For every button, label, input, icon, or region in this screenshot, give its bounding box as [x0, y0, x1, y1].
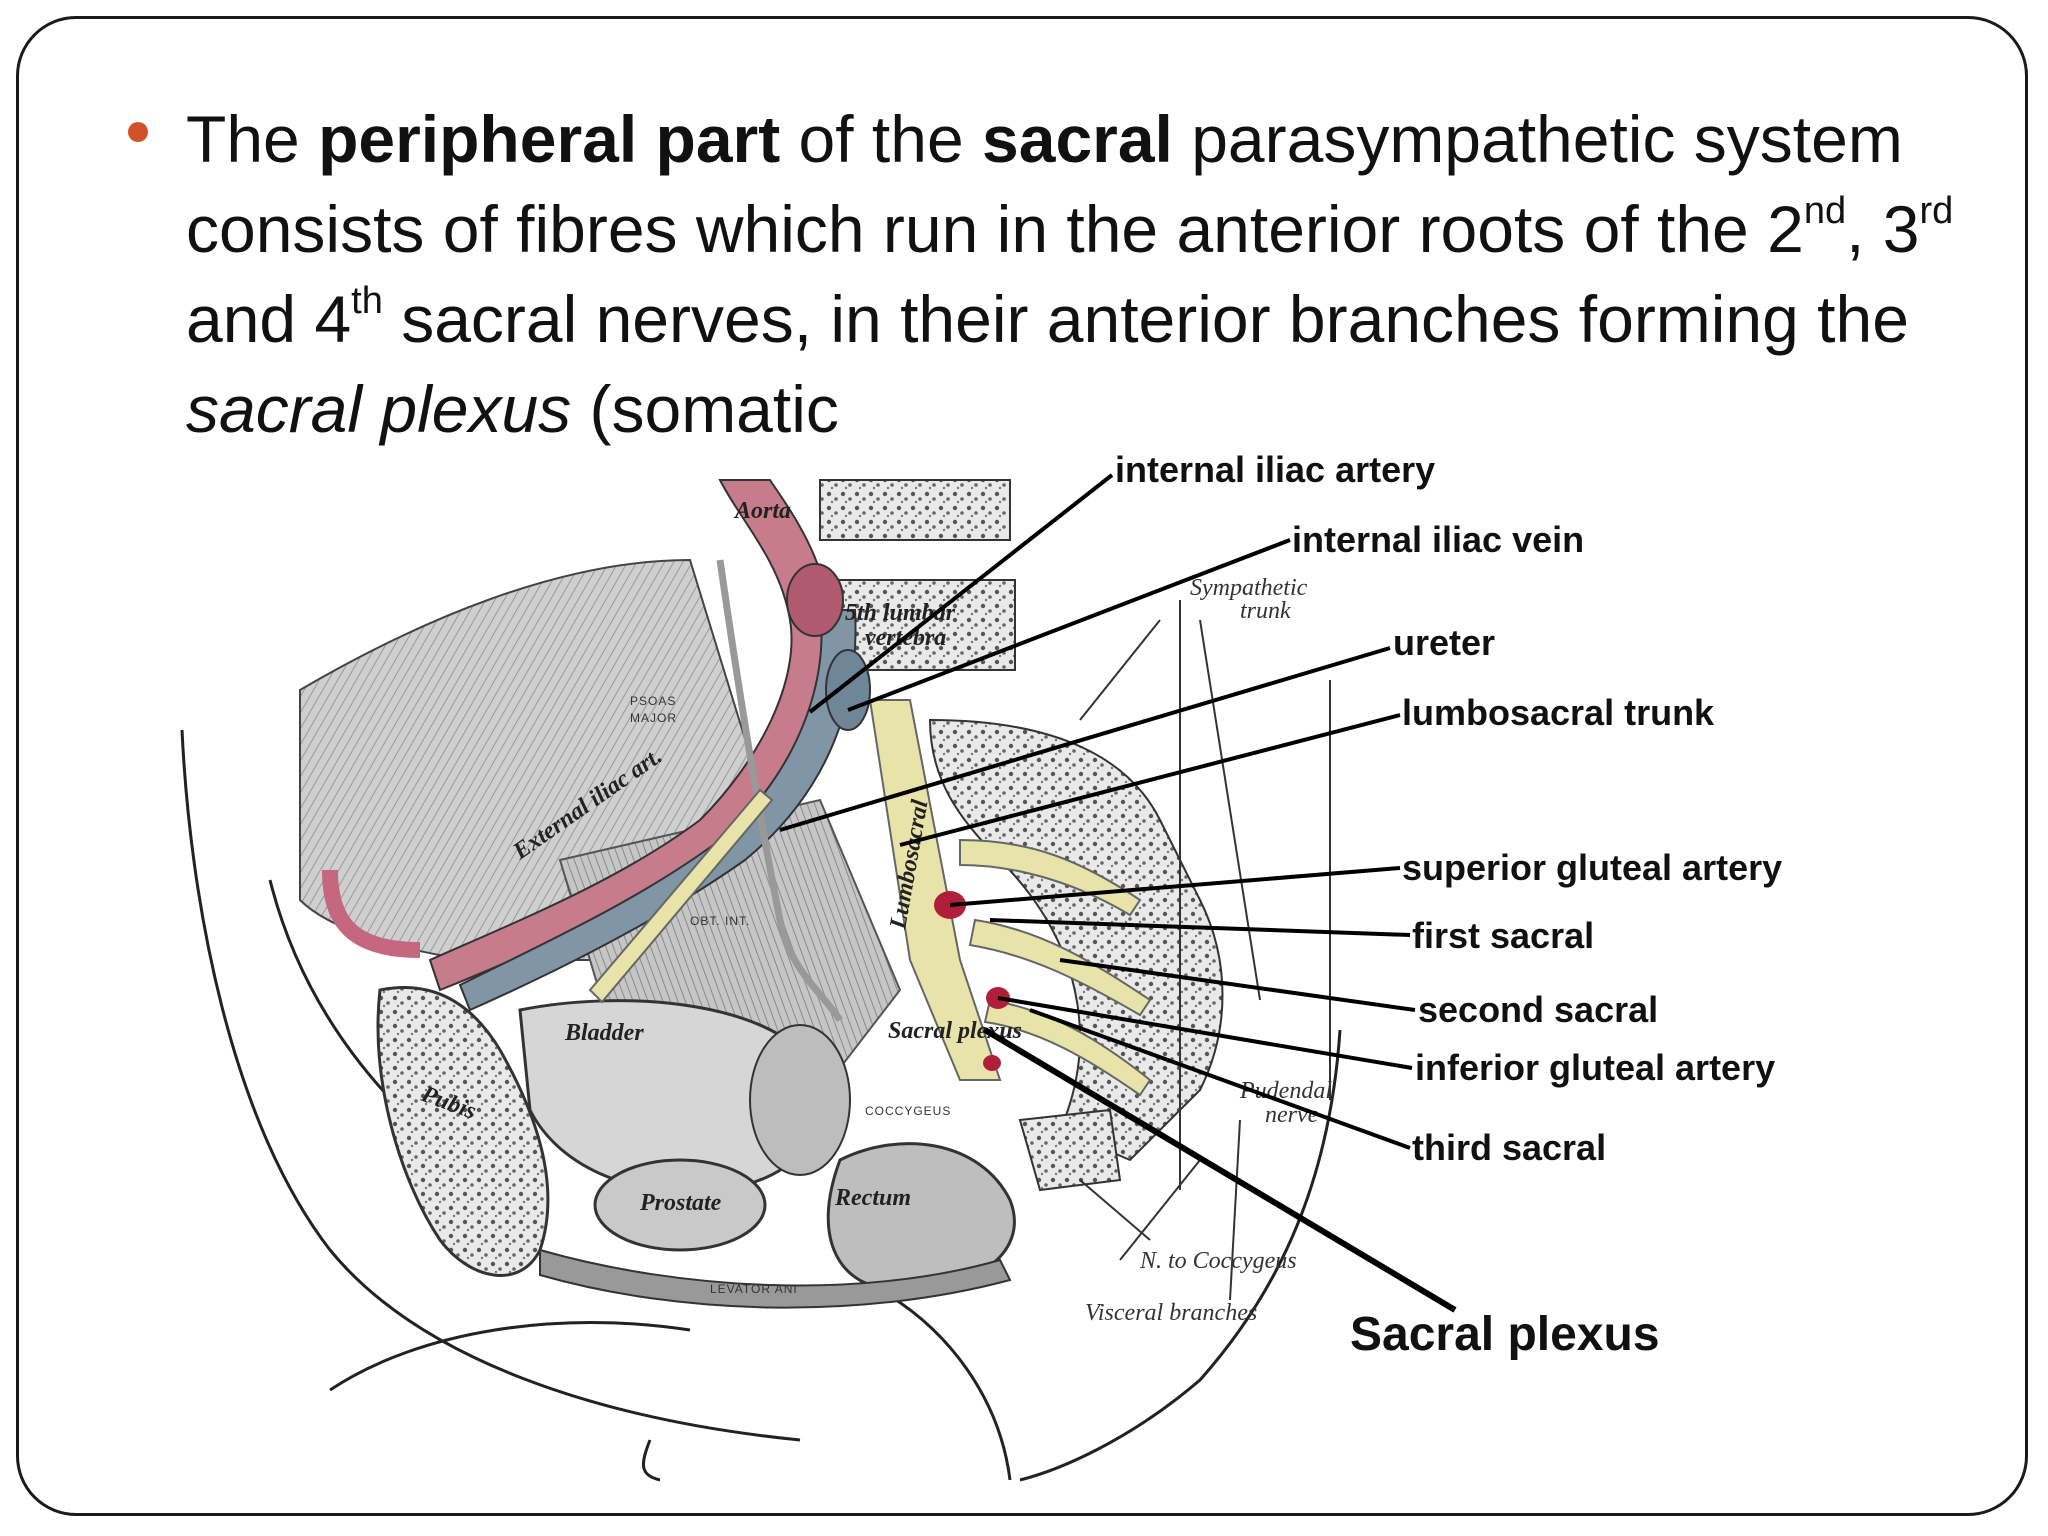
label-sacral-plexus: Sacral plexus — [1350, 1308, 1660, 1361]
label-obt-int: OBT. INT. — [690, 914, 750, 928]
vertebral-column — [819, 479, 1224, 1192]
superscript-nd: nd — [1803, 190, 1847, 232]
label-sympathetic: Sympathetic — [1190, 575, 1308, 601]
text-run: of the — [780, 102, 983, 176]
leader-lines — [779, 473, 1457, 1313]
label-n-to-coccygeus: N. to Coccygeus — [1139, 1248, 1297, 1274]
text-run: parasympathetic system consists of fibre… — [186, 102, 1903, 266]
text-run: , 3 — [1846, 192, 1920, 266]
text-run: sacral nerves, in their anterior branche… — [382, 282, 1909, 356]
bold-run-peripheral-part: peripheral part — [318, 102, 781, 176]
label-trunk: trunk — [1240, 598, 1291, 624]
ureter — [716, 559, 843, 1022]
label-internal-iliac-vein: internal iliac vein — [1292, 519, 1584, 560]
superscript-th: th — [351, 280, 383, 322]
seminal-vesicle — [749, 1024, 851, 1176]
obturator-vessel — [322, 869, 421, 958]
label-internal-iliac-artery: internal iliac artery — [1115, 449, 1435, 490]
italic-run-sacral-plexus: sacral plexus — [186, 372, 572, 446]
bullet-dot — [128, 122, 148, 142]
label-coccygeus: COCCYGEUS — [865, 1104, 951, 1118]
external-iliac-vein — [458, 609, 857, 1012]
label-rectum: Rectum — [834, 1185, 911, 1211]
label-lumbosacral-trunk: lumbosacral trunk — [1402, 692, 1715, 733]
bullet-paragraph: The peripheral part of the sacral parasy… — [186, 94, 1966, 454]
label-aorta: Aorta — [733, 498, 791, 524]
label-bladder: Bladder — [564, 1020, 644, 1046]
label-inferior-gluteal-artery: inferior gluteal artery — [1415, 1047, 1775, 1088]
label-psoas: PSOAS — [630, 694, 676, 708]
internal-iliac-vein-section — [825, 649, 871, 731]
text-run: (somatic — [571, 372, 839, 446]
label-ureter: ureter — [1393, 622, 1495, 663]
fine-nerve-lines — [1079, 600, 1331, 1301]
levator-ani — [539, 1248, 1012, 1309]
label-first-sacral: first sacral — [1412, 915, 1594, 956]
internal-iliac-artery-section — [786, 563, 844, 637]
prostate — [593, 1158, 767, 1252]
pudendal-vessel-dot — [983, 1055, 1001, 1071]
label-superior-gluteal-artery: superior gluteal artery — [1402, 847, 1782, 888]
label-third-sacral: third sacral — [1412, 1127, 1606, 1168]
label-levator-ani: LEVATOR ANI — [710, 1282, 798, 1296]
body-contours — [180, 729, 1342, 1482]
callout-labels: internal iliac artery internal iliac vei… — [1115, 449, 1782, 1361]
label-second-sacral: second sacral — [1418, 989, 1658, 1030]
text-run: and 4 — [186, 282, 352, 356]
bold-run-sacral: sacral — [982, 102, 1173, 176]
label-prostate: Prostate — [639, 1190, 722, 1216]
text-run: The — [186, 102, 319, 176]
superscript-rd: rd — [1919, 190, 1954, 232]
label-visceral-branches: Visceral branches — [1085, 1300, 1257, 1326]
label-major: MAJOR — [630, 711, 677, 725]
